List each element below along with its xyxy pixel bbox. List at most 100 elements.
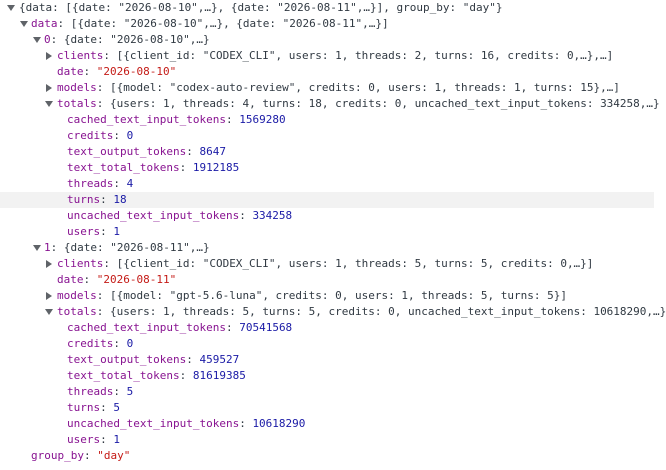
tree-row: text_total_tokens: 1912185 <box>0 160 654 176</box>
json-number: 1569280 <box>239 113 286 126</box>
json-key: turns <box>67 193 101 206</box>
tree-row-text: clients: [{client_id: "CODEX_CLI", users… <box>57 48 613 64</box>
json-key: uncached_text_input_tokens <box>67 417 240 430</box>
json-number: 81619385 <box>192 369 246 382</box>
json-punctuation: : [{client_id: "CODEX_CLI", users: 1, th… <box>103 257 594 270</box>
tree-row-text: uncached_text_input_tokens: 334258 <box>67 208 292 224</box>
json-punctuation: : <box>83 65 97 78</box>
tree-row-text: turns: 5 <box>67 400 120 416</box>
json-punctuation: : <box>225 113 240 126</box>
json-key: users <box>67 433 101 446</box>
tree-row-text: models: [{model: "gpt-5.6-luna", credits… <box>57 288 567 304</box>
json-number: 10618290 <box>252 417 306 430</box>
tree-row-text: threads: 4 <box>67 176 133 192</box>
tree-row[interactable]: clients: [{client_id: "CODEX_CLI", users… <box>0 256 654 272</box>
json-key: clients <box>57 257 104 270</box>
expand-triangle-icon[interactable] <box>20 21 28 27</box>
json-key: text_output_tokens <box>67 353 187 366</box>
json-number: 70541568 <box>239 321 293 334</box>
json-key: totals <box>57 305 97 318</box>
tree-row-text: uncached_text_input_tokens: 10618290 <box>67 416 305 432</box>
json-punctuation: : <box>239 209 253 222</box>
json-punctuation: : [{model: "gpt-5.6-luna", credits: 0, u… <box>96 289 567 302</box>
expand-triangle-icon[interactable] <box>33 245 41 251</box>
json-key: 0 <box>44 33 51 46</box>
json-key: turns <box>67 401 101 414</box>
tree-row-text: text_total_tokens: 1912185 <box>67 160 239 176</box>
tree-row: users: 1 <box>0 224 654 240</box>
json-key: 1 <box>44 241 51 254</box>
json-number: 18 <box>113 193 127 206</box>
json-string: "2026-08-11" <box>96 273 177 286</box>
tree-row: credits: 0 <box>0 128 654 144</box>
json-punctuation: : {users: 1, threads: 4, turns: 18, cred… <box>96 97 660 110</box>
tree-row-text: cached_text_input_tokens: 70541568 <box>67 320 292 336</box>
json-number: 459527 <box>199 353 240 366</box>
json-punctuation: : <box>225 321 240 334</box>
tree-row[interactable]: 1: {date: "2026-08-11",…} <box>0 240 654 256</box>
tree-row-text: turns: 18 <box>67 192 127 208</box>
tree-row: turns: 18 <box>0 192 654 208</box>
json-punctuation: : [{date: "2026-08-10",…}, {date: "2026-… <box>57 17 389 30</box>
json-key: cached_text_input_tokens <box>67 113 226 126</box>
tree-row[interactable]: totals: {users: 1, threads: 4, turns: 18… <box>0 96 660 112</box>
tree-row-text: date: "2026-08-10" <box>57 64 176 80</box>
tree-row[interactable]: {data: [{date: "2026-08-10",…}, {date: "… <box>0 0 654 16</box>
json-punctuation: : [{client_id: "CODEX_CLI", users: 1, th… <box>103 49 614 62</box>
tree-row-text: threads: 5 <box>67 384 133 400</box>
expand-triangle-icon[interactable] <box>45 309 53 315</box>
tree-row-text: group_by: "day" <box>31 448 130 464</box>
json-punctuation: : <box>100 225 114 238</box>
json-punctuation: : <box>179 369 193 382</box>
json-key: date <box>57 273 84 286</box>
json-punctuation: : <box>100 193 114 206</box>
json-punctuation: : <box>113 129 127 142</box>
tree-row[interactable]: 0: {date: "2026-08-10",…} <box>0 32 654 48</box>
json-punctuation: : [{model: "codex-auto-review", credits:… <box>96 81 620 94</box>
tree-row: group_by: "day" <box>0 448 654 464</box>
collapsed-triangle-icon[interactable] <box>46 84 52 92</box>
tree-row-text: data: [{date: "2026-08-10",…}, {date: "2… <box>31 16 389 32</box>
json-key: group_by <box>31 449 84 462</box>
json-punctuation: : <box>186 145 200 158</box>
tree-row: turns: 5 <box>0 400 654 416</box>
tree-row: text_total_tokens: 81619385 <box>0 368 654 384</box>
json-punctuation: : {date: "2026-08-11",…} <box>50 241 210 254</box>
tree-row: threads: 4 <box>0 176 654 192</box>
json-number: 4 <box>126 177 134 190</box>
tree-row[interactable]: clients: [{client_id: "CODEX_CLI", users… <box>0 48 654 64</box>
tree-row-text: users: 1 <box>67 224 120 240</box>
tree-row-text: clients: [{client_id: "CODEX_CLI", users… <box>57 256 593 272</box>
tree-row-text: text_output_tokens: 8647 <box>67 144 226 160</box>
expand-triangle-icon[interactable] <box>45 101 53 107</box>
tree-row[interactable]: totals: {users: 1, threads: 5, turns: 5,… <box>0 304 666 320</box>
json-key: text_total_tokens <box>67 161 180 174</box>
tree-row-text: totals: {users: 1, threads: 5, turns: 5,… <box>57 304 666 320</box>
json-punctuation: : <box>83 273 97 286</box>
json-number: 5 <box>126 385 134 398</box>
tree-row[interactable]: models: [{model: "gpt-5.6-luna", credits… <box>0 288 654 304</box>
tree-row-text: text_output_tokens: 459527 <box>67 352 239 368</box>
json-key: totals <box>57 97 97 110</box>
json-number: 334258 <box>252 209 293 222</box>
json-number: 8647 <box>199 145 226 158</box>
tree-row-text: date: "2026-08-11" <box>57 272 176 288</box>
json-key: data <box>31 17 58 30</box>
tree-row: text_output_tokens: 8647 <box>0 144 654 160</box>
json-punctuation: : <box>239 417 253 430</box>
tree-row: cached_text_input_tokens: 1569280 <box>0 112 654 128</box>
collapsed-triangle-icon[interactable] <box>46 292 52 300</box>
tree-row[interactable]: models: [{model: "codex-auto-review", cr… <box>0 80 654 96</box>
tree-row-text: cached_text_input_tokens: 1569280 <box>67 112 286 128</box>
json-key: uncached_text_input_tokens <box>67 209 240 222</box>
expand-triangle-icon[interactable] <box>33 37 41 43</box>
tree-row: credits: 0 <box>0 336 654 352</box>
collapsed-triangle-icon[interactable] <box>46 260 52 268</box>
collapsed-triangle-icon[interactable] <box>46 52 52 60</box>
expand-triangle-icon[interactable] <box>7 5 15 11</box>
tree-row: uncached_text_input_tokens: 10618290 <box>0 416 654 432</box>
json-punctuation: {data: [{date: "2026-08-10",…}, {date: "… <box>19 1 503 14</box>
tree-row-text: credits: 0 <box>67 128 133 144</box>
tree-row[interactable]: data: [{date: "2026-08-10",…}, {date: "2… <box>0 16 654 32</box>
